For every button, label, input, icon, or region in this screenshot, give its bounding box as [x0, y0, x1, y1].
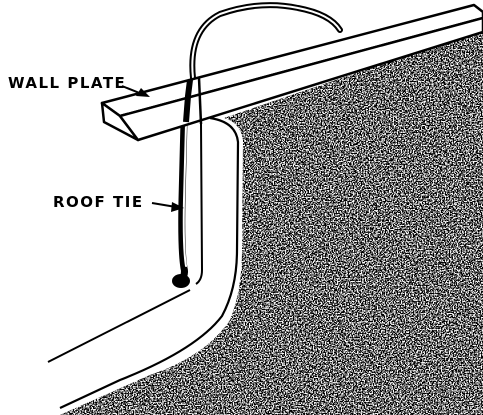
- wall-plate-side: [118, 16, 483, 142]
- wall-plate: [100, 3, 483, 142]
- roof-tie-over-plate-right: [197, 77, 203, 125]
- wall-plate-label: WALL PLATE: [8, 74, 126, 92]
- roof-tie-wire-highlight: [191, 4, 341, 79]
- roof-tie-arrow: [151, 202, 184, 212]
- wall-edge: [59, 116, 240, 409]
- tie-fixing: [172, 274, 190, 288]
- roof-tie-over-plate: [183, 79, 193, 123]
- roof-tie-strap-highlight: [182, 123, 187, 267]
- ground-line: [47, 289, 191, 363]
- roof-tie-strap-right: [195, 123, 204, 285]
- wall-plate-arrow: [121, 85, 150, 97]
- roof-tie-label: ROOF TIE: [53, 193, 144, 211]
- wall-face: [60, 30, 483, 415]
